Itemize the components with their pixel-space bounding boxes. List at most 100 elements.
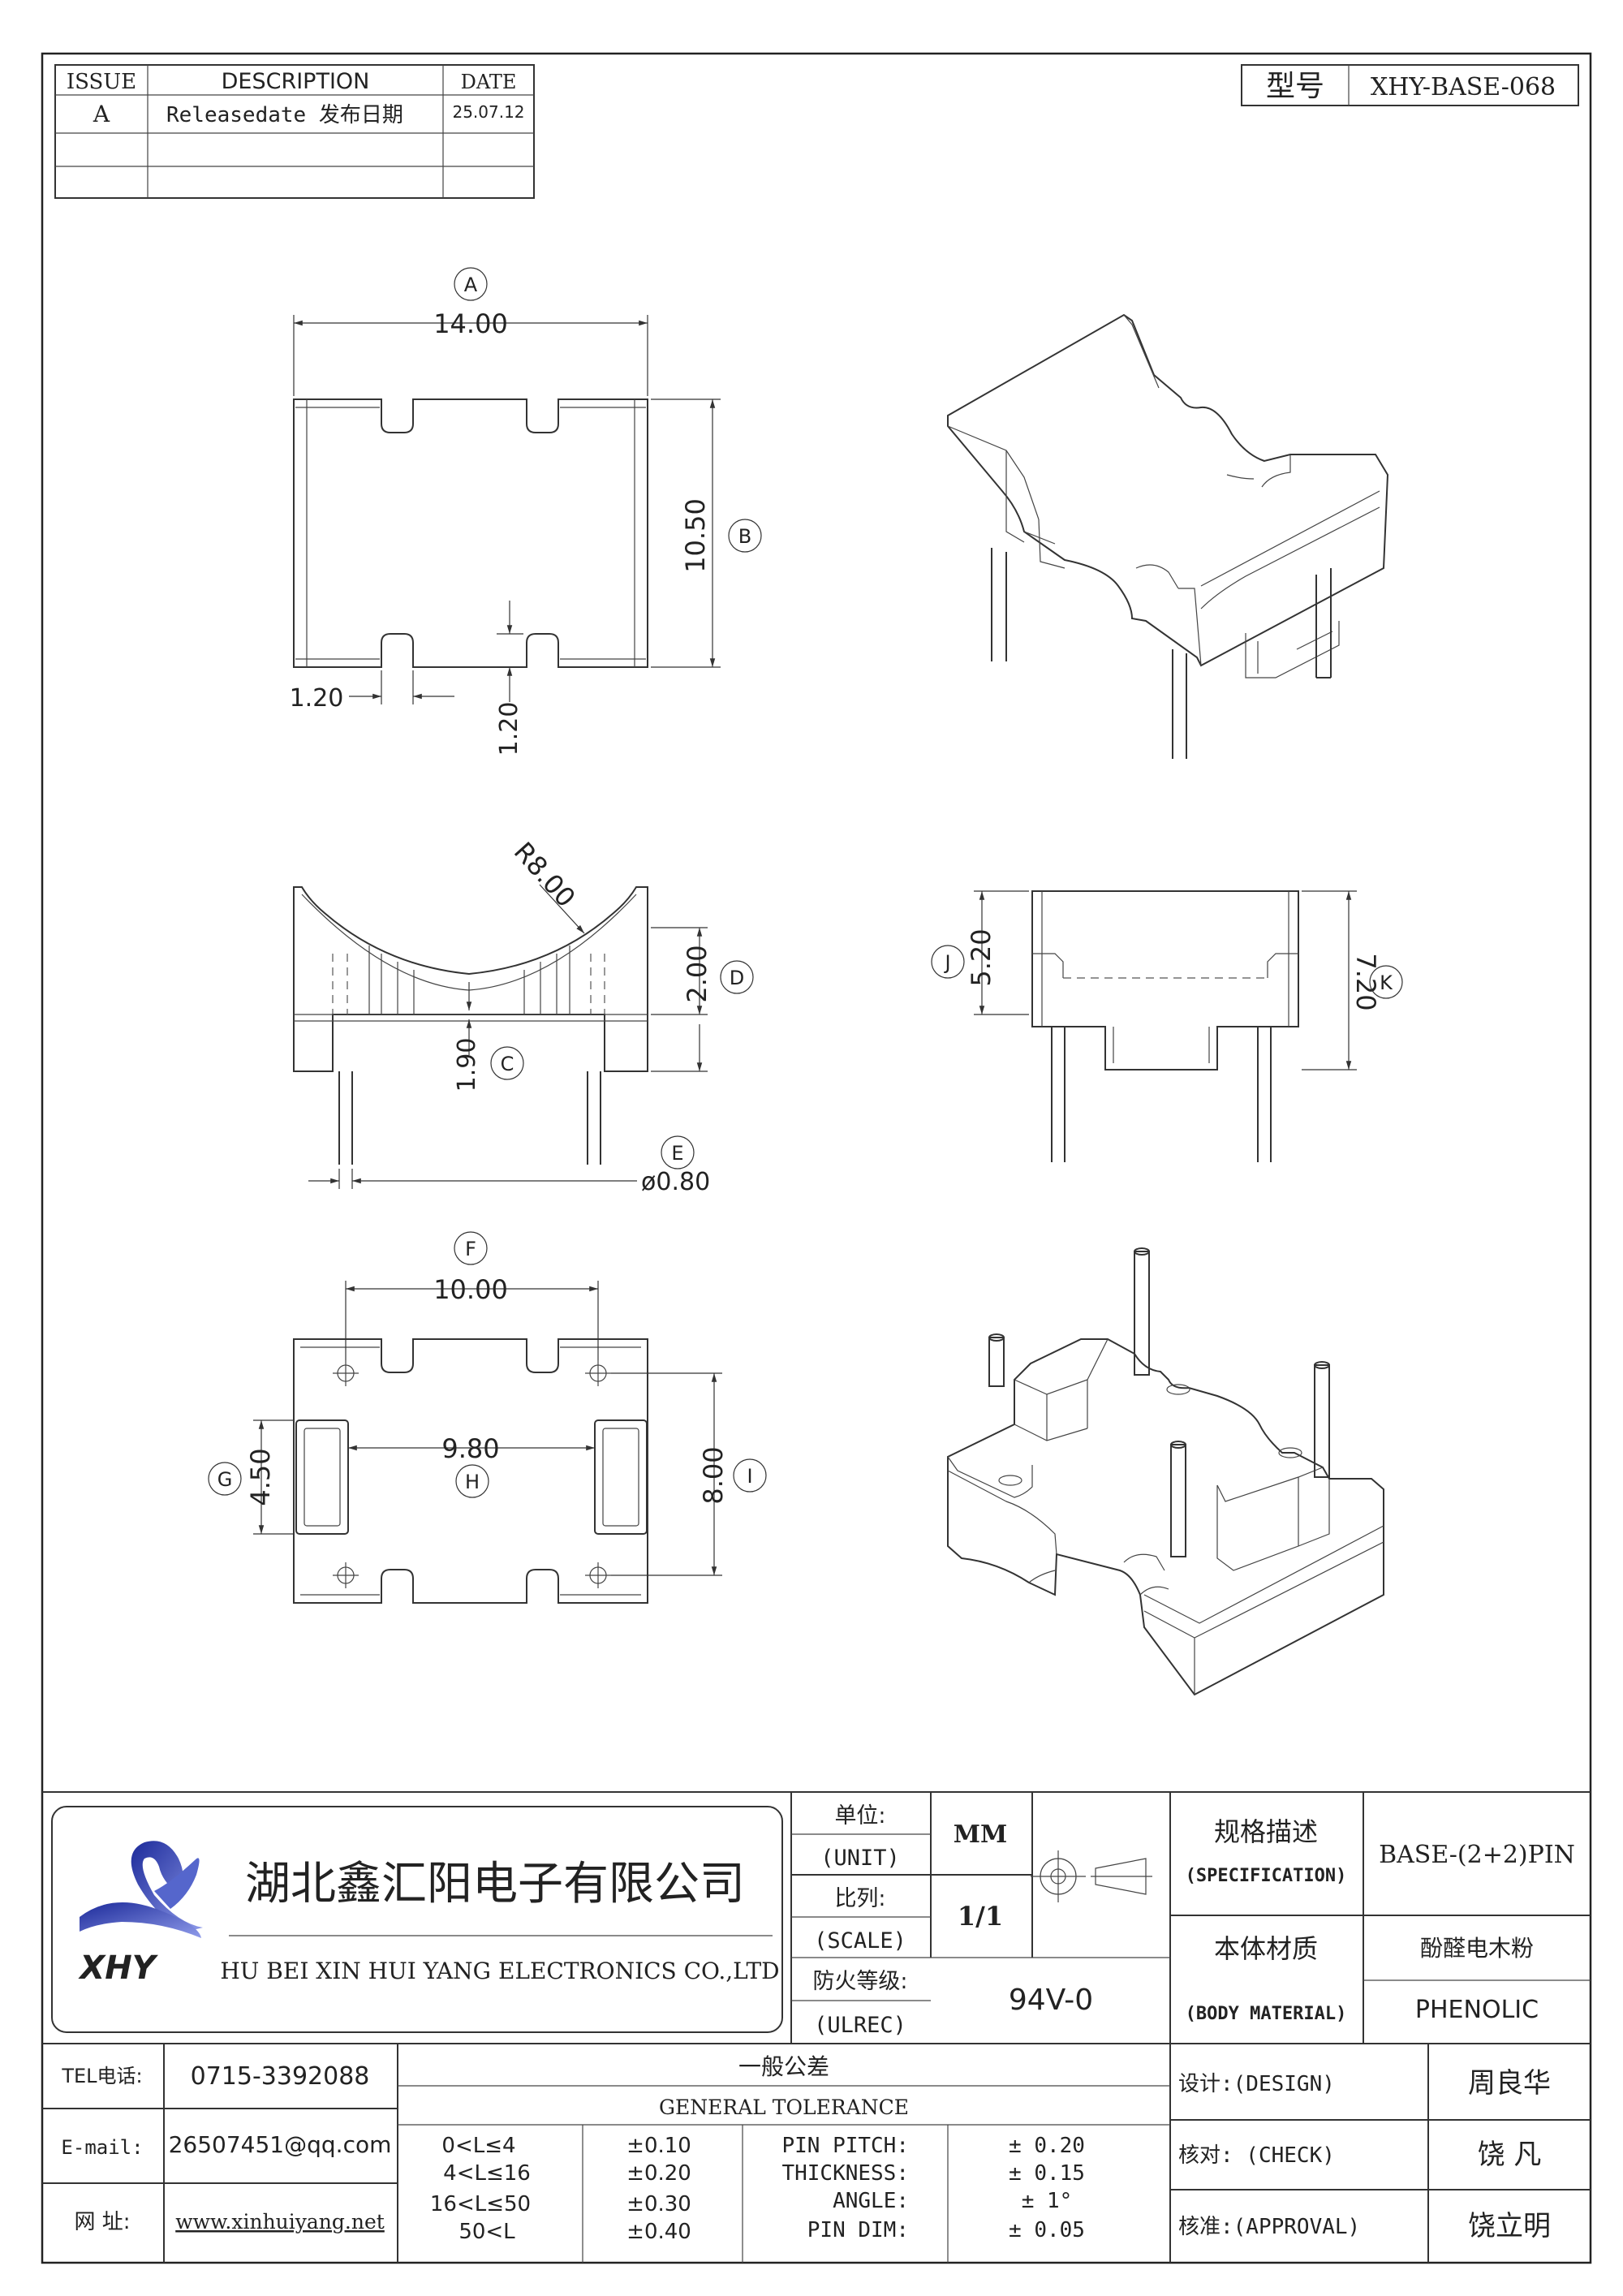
company-name-cn: 湖北鑫汇阳电子有限公司 bbox=[245, 1858, 745, 1910]
rev-header-issue: ISSUE bbox=[67, 70, 136, 94]
dim-d: 2.00 bbox=[682, 945, 712, 1002]
check-label: 核对: (CHECK) bbox=[1178, 2143, 1335, 2168]
fire-value: 94V-0 bbox=[1009, 1984, 1093, 2017]
svg-text:I: I bbox=[747, 1465, 752, 1488]
top-view: A 14.00 10.50 B 1.20 1.20 bbox=[290, 267, 762, 756]
svg-text:C: C bbox=[501, 1053, 514, 1075]
tol-item-value-1: ± 0.20 bbox=[1009, 2134, 1085, 2158]
svg-text:A: A bbox=[464, 274, 478, 296]
rev-row-description: Releasedate 发布日期 bbox=[166, 103, 403, 127]
spec-label-en: (SPECIFICATION) bbox=[1186, 1866, 1347, 1886]
tol-range-1: 0<L≤4 bbox=[441, 2134, 515, 2158]
company-name-en: HU BEI XIN HUI YANG ELECTRONICS CO.,LTD bbox=[220, 1958, 779, 1984]
dim-j: 5.20 bbox=[966, 928, 997, 986]
model-value: XHY-BASE-068 bbox=[1371, 73, 1556, 101]
unit-label-en: (UNIT) bbox=[820, 1846, 900, 1871]
dim-f: 10.00 bbox=[433, 1274, 508, 1305]
balloon-c bbox=[490, 1046, 524, 1080]
svg-text:E: E bbox=[671, 1142, 683, 1165]
balloon-j bbox=[931, 945, 965, 979]
dim-g: 4.50 bbox=[245, 1448, 276, 1506]
balloon-a bbox=[454, 267, 488, 301]
spec-label-cn: 规格描述 bbox=[1214, 1816, 1318, 1847]
dim-slot-width: 1.20 bbox=[290, 684, 344, 713]
svg-text:XHY: XHY bbox=[77, 1949, 158, 1987]
company-logo-icon: XHY bbox=[77, 1841, 203, 1987]
tol-range-2: 4<L≤16 bbox=[443, 2161, 531, 2186]
tol-item-4: PIN DIM: bbox=[807, 2218, 909, 2242]
model-box: 型号 XHY-BASE-068 bbox=[1241, 64, 1579, 106]
rev-row-issue: A bbox=[93, 101, 110, 127]
tol-value-2: ±0.20 bbox=[626, 2161, 691, 2186]
check-name: 饶 凡 bbox=[1478, 2139, 1542, 2171]
material-label-cn: 本体材质 bbox=[1214, 1933, 1318, 1964]
bottom-strip: TEL电话: 0715-3392088 E-mail: 26507451@qq.… bbox=[42, 2044, 1591, 2263]
balloon-k bbox=[1369, 965, 1403, 999]
material-value-cn: 酚醛电木粉 bbox=[1420, 1935, 1534, 1962]
tol-item-value-3: ± 1° bbox=[1022, 2189, 1073, 2213]
design-label: 设计:(DESIGN) bbox=[1178, 2072, 1335, 2096]
bottom-view: F 10.00 9.80 H 4.50 G 8.00 I bbox=[208, 1231, 767, 1604]
tol-item-3: ANGLE: bbox=[833, 2189, 909, 2213]
side-view: 5.20 J 7.20 K bbox=[931, 890, 1403, 1162]
dim-i: 8.00 bbox=[698, 1446, 729, 1504]
front-view: R8.00 2.00 D 1.90 C ø0.80 E bbox=[293, 836, 754, 1196]
iso-view-top bbox=[947, 313, 1389, 759]
tol-item-2: THICKNESS: bbox=[781, 2161, 909, 2186]
dim-k: 7.20 bbox=[1350, 953, 1381, 1010]
unit-value: MM bbox=[954, 1820, 1007, 1849]
design-name: 周良华 bbox=[1468, 2067, 1551, 2100]
svg-text:H: H bbox=[465, 1471, 480, 1493]
revision-table: ISSUE DESCRIPTION DATE A Releasedate 发布日… bbox=[54, 64, 535, 199]
dim-slot-depth: 1.20 bbox=[495, 702, 523, 756]
email-value: 26507451@qq.com bbox=[169, 2131, 392, 2158]
svg-text:J: J bbox=[943, 951, 950, 974]
tol-range-4: 50<L bbox=[458, 2220, 515, 2244]
scale-label-en: (SCALE) bbox=[814, 1928, 906, 1954]
rev-row-date: 25.07.12 bbox=[452, 102, 524, 122]
dim-h: 9.80 bbox=[441, 1433, 499, 1464]
tol-value-3: ±0.30 bbox=[626, 2192, 691, 2216]
balloon-d bbox=[720, 960, 754, 994]
balloon-e bbox=[661, 1135, 695, 1170]
balloon-h bbox=[455, 1464, 489, 1498]
dim-radius: R8.00 bbox=[508, 836, 582, 913]
rev-header-description: DESCRIPTION bbox=[222, 69, 370, 94]
web-link[interactable]: www.xinhuiyang.net bbox=[175, 2210, 385, 2234]
svg-text:G: G bbox=[217, 1468, 233, 1491]
tol-item-value-2: ± 0.15 bbox=[1009, 2161, 1085, 2186]
dim-pin: ø0.80 bbox=[641, 1168, 710, 1196]
tol-range-3: 16<L≤50 bbox=[430, 2192, 531, 2216]
tol-value-4: ±0.40 bbox=[626, 2220, 691, 2244]
model-label: 型号 bbox=[1266, 70, 1324, 103]
tol-value-1: ±0.10 bbox=[626, 2134, 691, 2158]
balloon-g bbox=[208, 1462, 242, 1496]
svg-text:B: B bbox=[738, 525, 751, 548]
third-angle-projection-icon bbox=[1031, 1850, 1152, 1902]
tol-item-value-4: ± 0.05 bbox=[1009, 2218, 1085, 2242]
email-label: E-mail: bbox=[61, 2136, 143, 2159]
tel-label: TEL电话: bbox=[61, 2065, 142, 2087]
balloon-f bbox=[454, 1231, 488, 1265]
tel-value: 0715-3392088 bbox=[191, 2062, 370, 2091]
balloon-b bbox=[728, 519, 762, 553]
approval-name: 饶立明 bbox=[1468, 2210, 1551, 2242]
iso-view-bottom bbox=[947, 1247, 1384, 1696]
tolerance-title-cn: 一般公差 bbox=[738, 2053, 829, 2080]
scale-value: 1/1 bbox=[958, 1901, 1003, 1932]
fire-label-en: (ULREC) bbox=[814, 2013, 906, 2038]
balloon-i bbox=[733, 1458, 767, 1493]
tol-item-1: PIN PITCH: bbox=[781, 2134, 909, 2158]
unit-label-cn: 单位: bbox=[834, 1803, 885, 1829]
approval-label: 核准:(APPROVAL) bbox=[1178, 2215, 1360, 2239]
svg-text:D: D bbox=[730, 967, 744, 989]
sheet-border bbox=[41, 52, 1592, 2264]
dim-height: 10.50 bbox=[680, 498, 711, 573]
scale-label-cn: 比列: bbox=[834, 1886, 885, 1911]
fire-label-cn: 防火等级: bbox=[812, 1969, 907, 1994]
dim-c: 1.90 bbox=[453, 1038, 481, 1092]
tolerance-title-en: GENERAL TOLERANCE bbox=[659, 2096, 909, 2119]
rev-header-date: DATE bbox=[461, 71, 517, 93]
svg-text:F: F bbox=[465, 1238, 476, 1260]
